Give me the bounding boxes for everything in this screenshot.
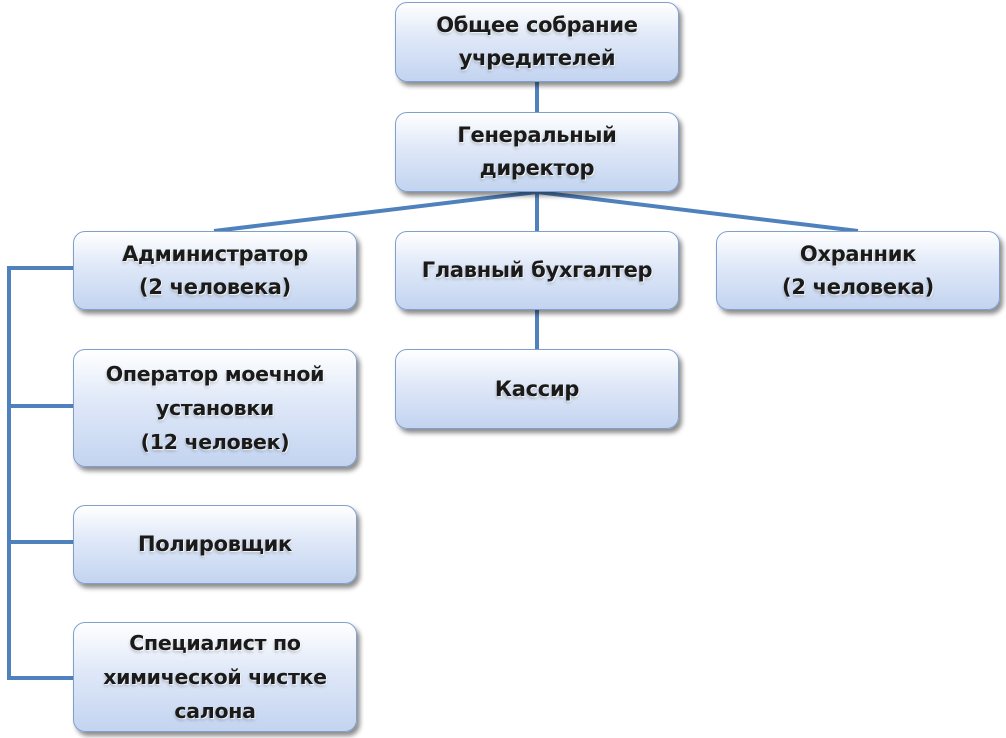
node-wash-operator-label: Оператор моечной установки (12 человек) (105, 362, 325, 454)
node-administrator-label: Администратор (2 человека) (122, 241, 308, 299)
node-founders-label: Общее собрание учредителей (436, 13, 638, 70)
node-dry-cleaning-specialist: Специалист по химической чистке салона (73, 622, 357, 732)
node-cashier: Кассир (395, 349, 679, 429)
edge-administrator-left-bus (7, 266, 73, 680)
node-founders: Общее собрание учредителей (395, 2, 679, 82)
node-chief-accountant: Главный бухгалтер (395, 231, 679, 310)
node-gen-director: Генеральный директор (395, 112, 679, 192)
node-polisher: Полировщик (73, 505, 357, 584)
node-guard-label: Охранник (2 человека) (782, 241, 934, 299)
node-chief-accountant-label: Главный бухгалтер (421, 258, 653, 282)
node-dry-cleaning-specialist-label: Специалист по химической чистке салона (103, 631, 327, 723)
node-wash-operator: Оператор моечной установки (12 человек) (73, 349, 357, 467)
node-gen-director-label: Генеральный директор (457, 123, 617, 180)
node-administrator: Администратор (2 человека) (73, 231, 357, 310)
node-cashier-label: Кассир (494, 376, 580, 401)
edge-gen-director-administrator (213, 190, 538, 233)
node-guard: Охранник (2 человека) (716, 231, 1000, 310)
node-polisher-label: Полировщик (137, 532, 293, 556)
edge-gen-director-guard (536, 190, 859, 233)
